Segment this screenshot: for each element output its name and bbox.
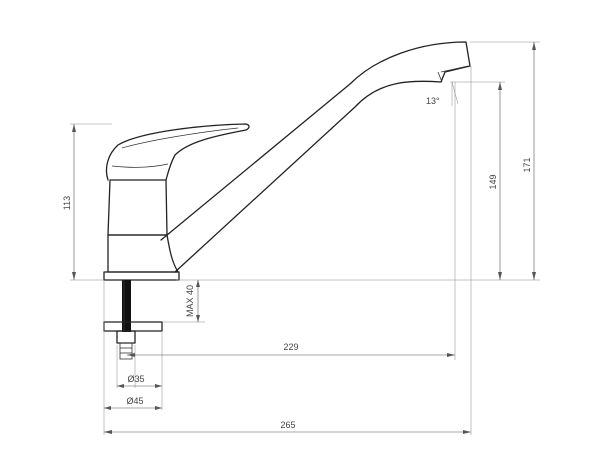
dimension-lines	[72, 42, 536, 434]
dimension-labels: 13° 171 149 113 MAX 40 229 Ø35 Ø45 265	[62, 96, 532, 430]
extension-lines	[70, 41, 540, 435]
body-lower	[107, 234, 179, 273]
label-base-diameter: Ø45	[126, 396, 143, 406]
label-total-length: 265	[280, 420, 295, 430]
label-spout-reach: 229	[283, 342, 298, 352]
mounting-nut	[116, 330, 136, 344]
threaded-rod	[122, 280, 131, 332]
mounting-hardware	[103, 280, 163, 360]
spout	[160, 41, 471, 273]
label-spout-height: 149	[488, 174, 498, 189]
label-angle: 13°	[426, 96, 440, 106]
hose-connector	[119, 342, 133, 360]
label-body-height: 113	[62, 196, 72, 210]
mounting-plate	[103, 321, 163, 332]
spout-nozzle	[437, 65, 469, 83]
handle-lever	[105, 123, 250, 181]
label-total-height: 171	[522, 157, 532, 172]
base-plate	[103, 271, 180, 281]
handle-detail	[111, 127, 239, 168]
faucet-outline	[103, 41, 471, 281]
body-upper	[107, 179, 168, 236]
label-thread-diameter: Ø35	[127, 374, 144, 384]
label-max-mount: MAX 40	[185, 285, 195, 317]
